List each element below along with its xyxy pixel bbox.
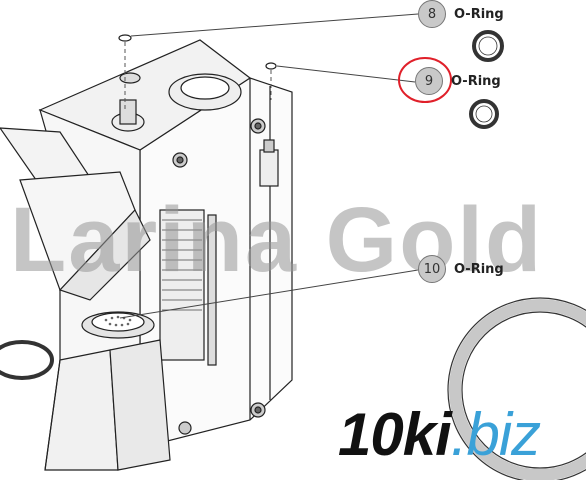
logo-tld: .biz — [450, 401, 541, 468]
callout-8-number: 8 — [418, 0, 446, 28]
oring-10-part-band — [449, 299, 586, 480]
oring-9-part-inner — [475, 105, 493, 123]
callout-9: 9 O-Ring — [415, 67, 501, 95]
watermark-text: Larina Gold — [10, 189, 544, 291]
oring-10-part-outer — [447, 297, 586, 480]
site-logo: 10ki.biz — [338, 400, 541, 469]
leader-line-8 — [130, 13, 419, 37]
callout-8-label: O-Ring — [454, 6, 504, 22]
callout-9-number: 9 — [415, 67, 443, 95]
coffee-funnel — [0, 127, 151, 301]
callout-10-label: O-Ring — [454, 261, 504, 277]
callout-10-number: 10 — [418, 255, 446, 283]
leader-line-10 — [119, 269, 419, 319]
side-oring-part — [0, 340, 54, 380]
callout-9-label: O-Ring — [451, 73, 501, 89]
oring-8-part-inner — [478, 36, 498, 56]
callout-10: 10 O-Ring — [418, 255, 504, 283]
callout-8: 8 O-Ring — [418, 0, 504, 28]
oring-10-part-inner — [461, 311, 586, 469]
oring-9-part — [469, 99, 499, 129]
filter-disk — [81, 311, 155, 339]
oring-8-marker — [118, 34, 132, 42]
highlight-circle — [398, 57, 452, 103]
oring-9-marker — [265, 62, 277, 70]
oring-8-part — [472, 30, 504, 62]
logo-main: 10ki — [338, 401, 452, 468]
coffee-spout — [44, 339, 171, 471]
leader-line-9 — [276, 65, 416, 83]
